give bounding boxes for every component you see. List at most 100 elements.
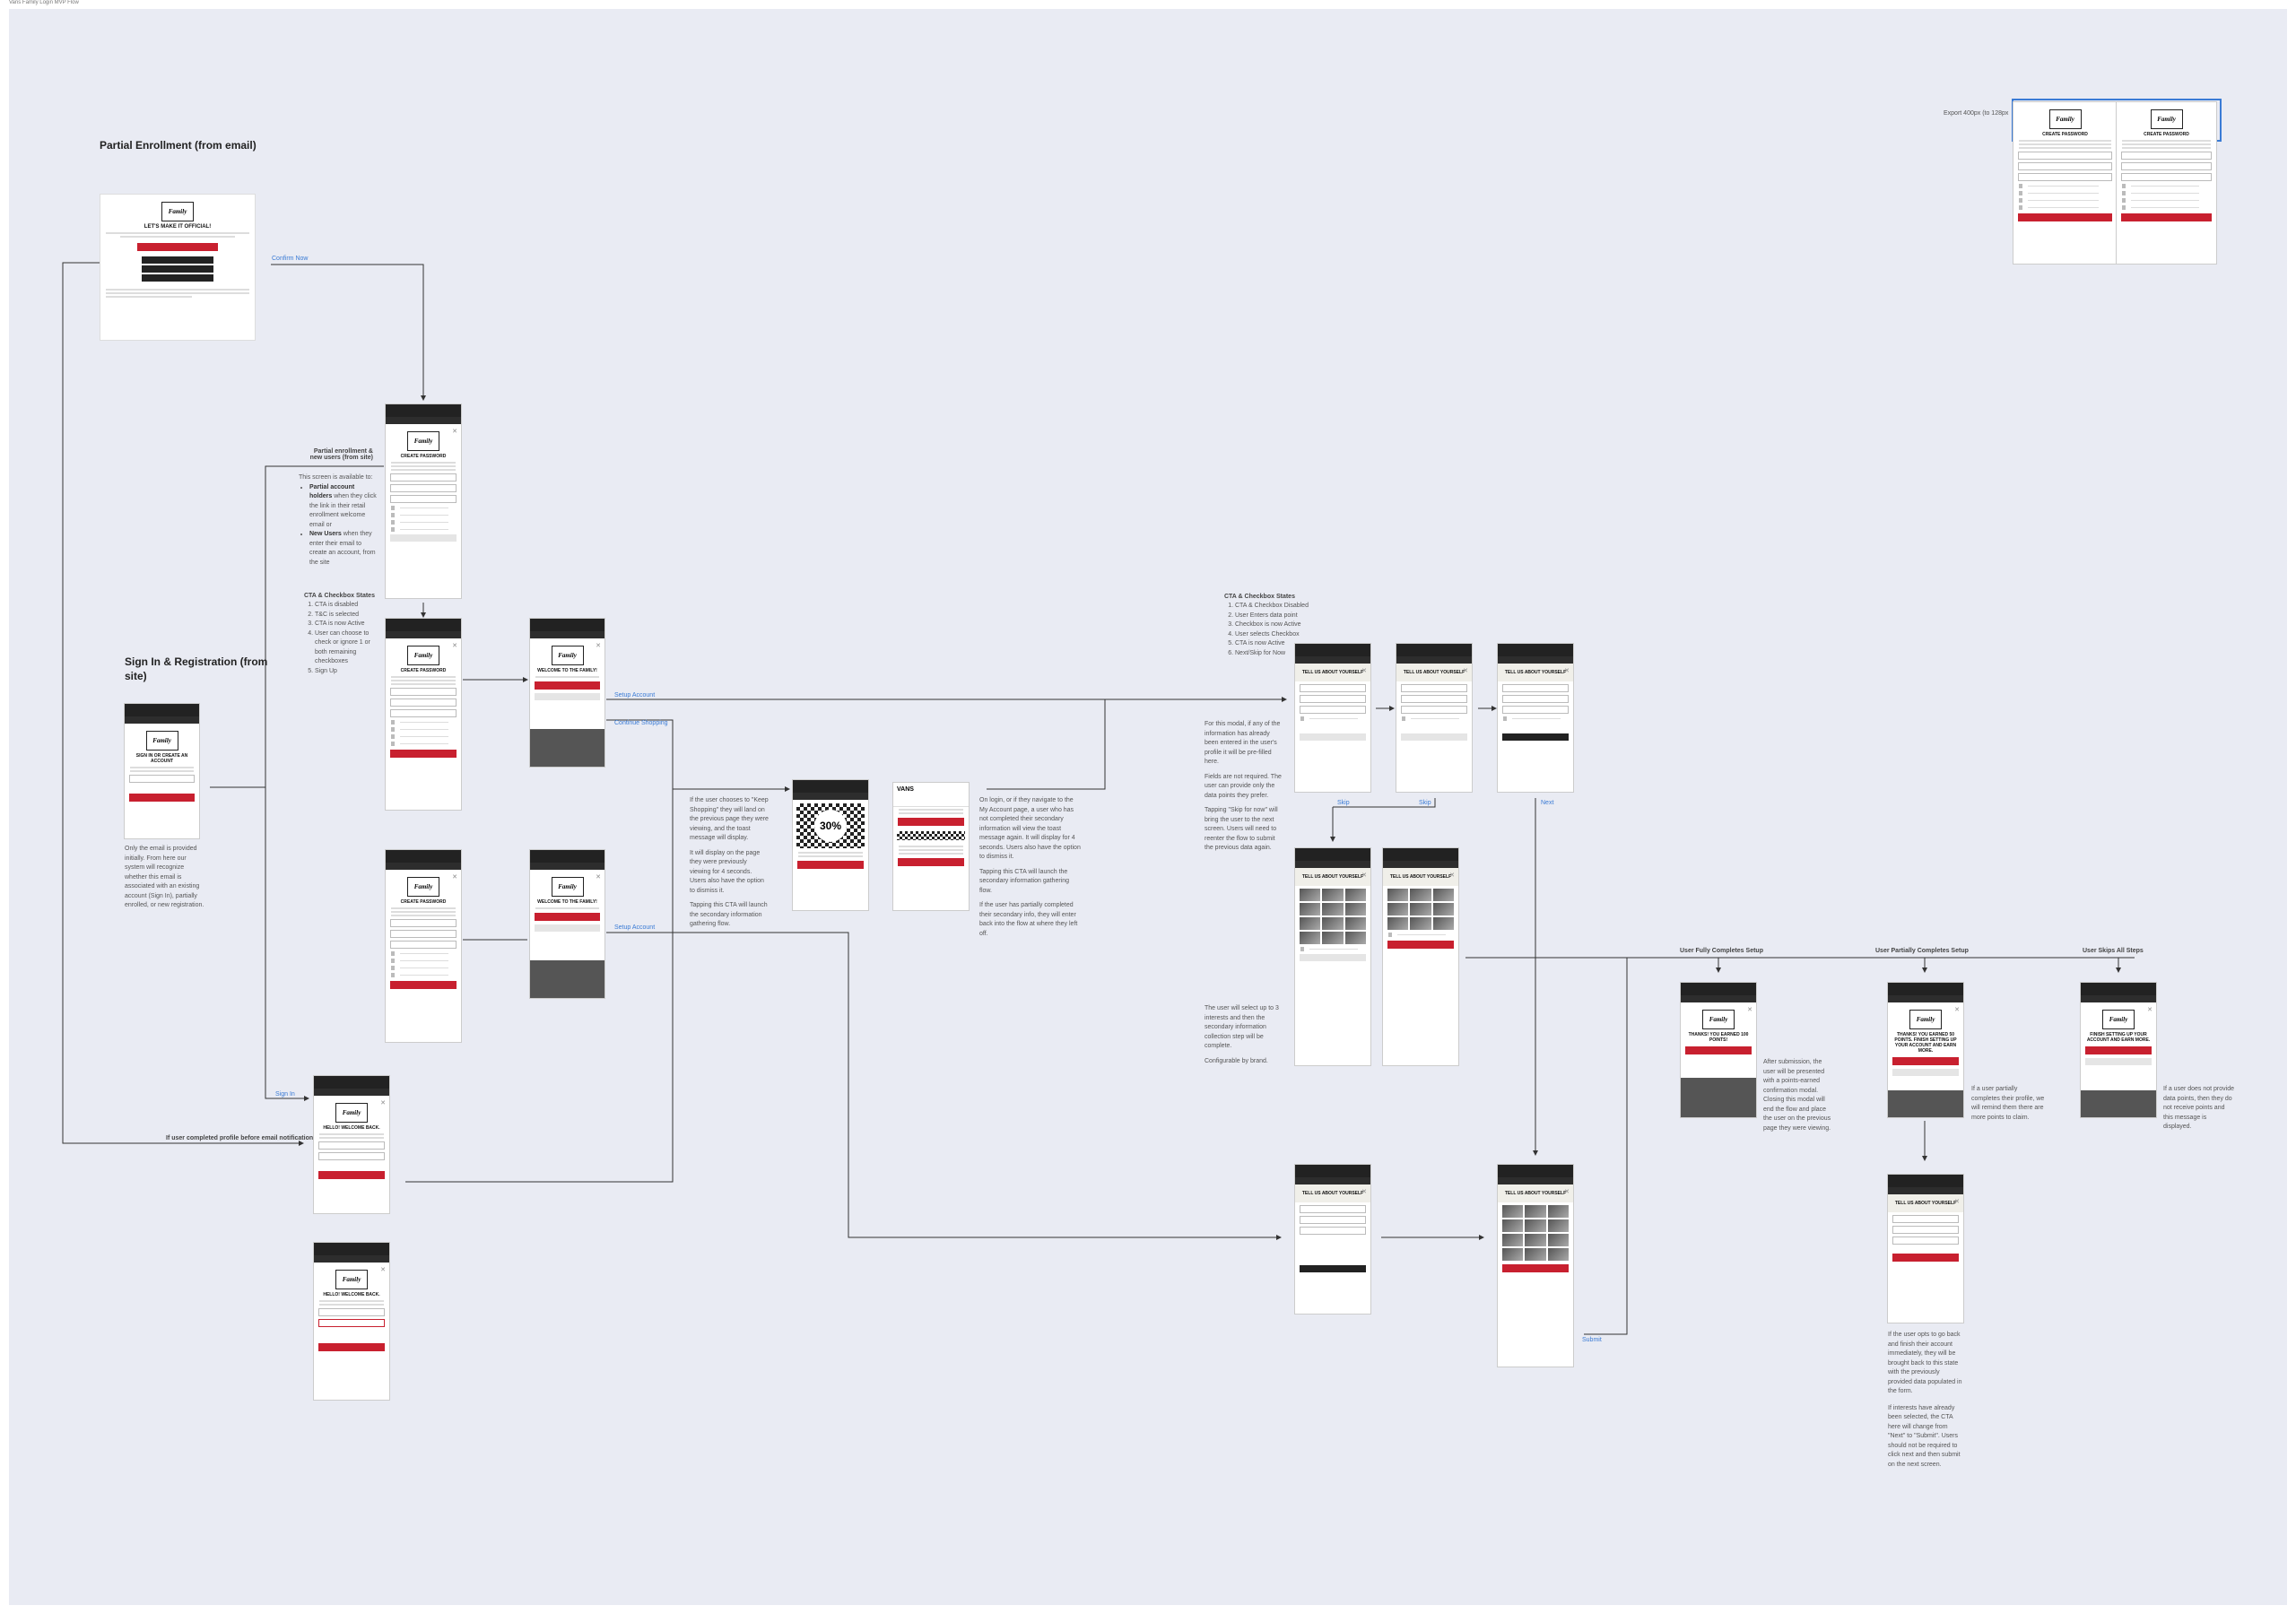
close-icon[interactable]: ✕	[596, 874, 601, 881]
note-text: This screen is available to:	[299, 474, 373, 481]
email-field[interactable]	[129, 775, 195, 783]
create-password-screen-1: ✕ Family CREATE PASSWORD	[386, 404, 461, 598]
last-name-field[interactable]	[1401, 695, 1467, 703]
close-icon[interactable]: ✕	[1449, 872, 1455, 879]
last-name-field[interactable]	[1300, 695, 1366, 703]
skip-link-1[interactable]: Skip	[1337, 800, 1350, 806]
email-confirm-button[interactable]	[137, 243, 218, 251]
gender-select[interactable]	[1502, 706, 1569, 714]
setup-account-link-2[interactable]: Setup Account	[614, 924, 656, 931]
dob-field[interactable]	[2018, 162, 2112, 170]
last-name-field[interactable]	[1892, 1226, 1959, 1234]
close-icon[interactable]: ✕	[380, 1267, 386, 1273]
close-icon[interactable]: ✕	[380, 1100, 386, 1106]
email-field[interactable]	[390, 688, 457, 696]
sign-up-button[interactable]	[2018, 213, 2112, 221]
user-fully-label: User Fully Completes Setup	[1680, 948, 1763, 954]
email-field[interactable]	[390, 919, 457, 927]
dob-field[interactable]	[390, 484, 457, 492]
close-icon[interactable]: ✕	[1954, 1007, 1960, 1013]
setup-account-button[interactable]	[535, 913, 600, 921]
sign-up-button[interactable]	[390, 750, 457, 758]
next-button[interactable]	[1300, 733, 1366, 741]
submit-button[interactable]	[1892, 1254, 1959, 1262]
sign-up-button[interactable]	[390, 534, 457, 542]
skip-link-2[interactable]: Skip	[1419, 800, 1431, 806]
close-button[interactable]	[1685, 1046, 1752, 1054]
setup-account-button[interactable]	[797, 861, 864, 869]
screen-title: CREATE PASSWORD	[400, 668, 447, 673]
close-button[interactable]	[1892, 1069, 1959, 1076]
sign-in-link[interactable]: Sign In	[275, 1091, 295, 1098]
password-field[interactable]	[390, 709, 457, 717]
close-icon[interactable]: ✕	[1463, 668, 1468, 674]
dob-field[interactable]	[390, 699, 457, 707]
email-field[interactable]	[2018, 152, 2112, 160]
email-field[interactable]	[2121, 152, 2212, 160]
continue-shopping-link[interactable]: Continue Shopping	[614, 720, 668, 726]
first-name-field[interactable]	[1502, 684, 1569, 692]
first-name-field[interactable]	[1401, 684, 1467, 692]
next-link[interactable]: Next	[1541, 800, 1554, 806]
gender-select[interactable]	[1300, 706, 1366, 714]
account-button[interactable]	[898, 818, 964, 826]
last-name-field[interactable]	[1502, 695, 1569, 703]
close-icon[interactable]: ✕	[1954, 1199, 1960, 1205]
close-icon[interactable]: ✕	[1361, 668, 1367, 674]
setup-account-link-1[interactable]: Setup Account	[614, 692, 656, 699]
sign-up-button[interactable]	[390, 981, 457, 989]
close-icon[interactable]: ✕	[1747, 1007, 1752, 1013]
sign-in-button[interactable]	[318, 1171, 385, 1179]
dob-field[interactable]	[2121, 162, 2212, 170]
confirm-now-link[interactable]: Confirm Now	[272, 256, 309, 262]
close-icon[interactable]: ✕	[1564, 668, 1570, 674]
email-field[interactable]	[318, 1141, 385, 1150]
submit-link[interactable]: Submit	[1582, 1337, 1602, 1343]
note-text: If the user has partially completed thei…	[979, 902, 1078, 937]
frame-label: Vans Family Login MVP Flow	[9, 0, 79, 5]
continue-button[interactable]	[129, 794, 195, 802]
email-button[interactable]	[142, 274, 213, 282]
gender-select[interactable]	[1300, 1227, 1366, 1235]
close-button[interactable]	[2085, 1058, 2152, 1065]
dob-field[interactable]	[390, 930, 457, 938]
close-icon[interactable]: ✕	[2147, 1007, 2152, 1013]
gender-select[interactable]	[1892, 1237, 1959, 1245]
password-field[interactable]	[2121, 173, 2212, 181]
password-field[interactable]	[390, 941, 457, 949]
email-button[interactable]	[142, 256, 213, 264]
continue-shopping-button[interactable]	[535, 693, 600, 700]
submit-button[interactable]	[1502, 1264, 1569, 1272]
next-button[interactable]	[1502, 733, 1569, 741]
close-icon[interactable]: ✕	[452, 429, 457, 435]
gender-select[interactable]	[1401, 706, 1467, 714]
finish-setup-button[interactable]	[1892, 1057, 1959, 1065]
setup-account-button[interactable]	[535, 681, 600, 690]
first-name-field[interactable]	[1300, 1205, 1366, 1213]
sign-up-button[interactable]	[2121, 213, 2212, 221]
email-button[interactable]	[142, 265, 213, 273]
next-button[interactable]	[1401, 733, 1467, 741]
last-name-field[interactable]	[1300, 1216, 1366, 1224]
sign-in-button[interactable]	[318, 1343, 385, 1351]
next-button[interactable]	[1300, 1265, 1366, 1272]
first-name-field[interactable]	[1300, 684, 1366, 692]
close-icon[interactable]: ✕	[1361, 1189, 1367, 1195]
first-name-field[interactable]	[1892, 1215, 1959, 1223]
email-field[interactable]	[390, 473, 457, 482]
password-field[interactable]	[318, 1152, 385, 1160]
finish-setup-button[interactable]	[2085, 1046, 2152, 1054]
close-icon[interactable]: ✕	[1361, 872, 1367, 879]
close-icon[interactable]: ✕	[1564, 1189, 1570, 1195]
password-field[interactable]	[318, 1319, 385, 1327]
close-icon[interactable]: ✕	[452, 874, 457, 881]
close-icon[interactable]: ✕	[452, 643, 457, 649]
submit-button[interactable]	[1387, 941, 1454, 949]
password-field[interactable]	[390, 495, 457, 503]
setup-account-button[interactable]	[898, 858, 964, 866]
password-field[interactable]	[2018, 173, 2112, 181]
email-field[interactable]	[318, 1308, 385, 1316]
continue-shopping-button[interactable]	[535, 924, 600, 932]
close-icon[interactable]: ✕	[596, 643, 601, 649]
submit-button[interactable]	[1300, 954, 1366, 961]
